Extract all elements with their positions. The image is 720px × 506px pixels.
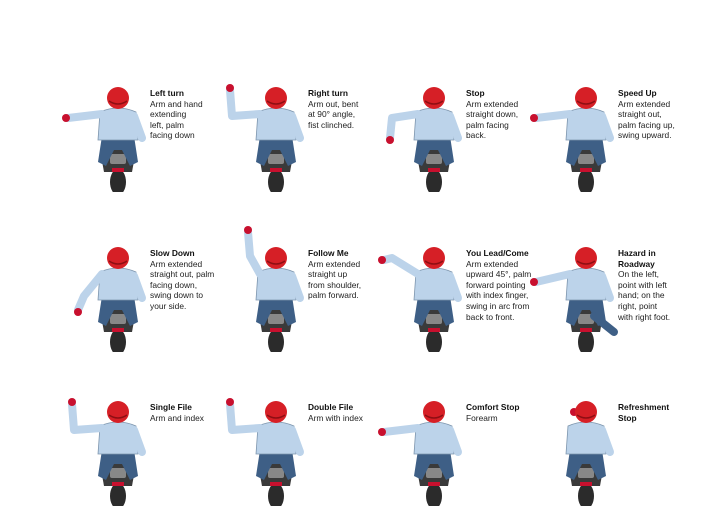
motorcycle-rider-icon [226,84,304,192]
signal-title: Left turn [150,88,184,98]
signal-description: Arm out, bent at 90° angle, fist clinche… [308,98,359,130]
motorcycle-rider-icon [378,401,462,506]
signal-description: Arm extended upward 45°, palm forward po… [466,258,532,322]
motorcycle-rider-icon [565,401,614,506]
signal-title: Speed Up [618,88,657,98]
motorcycle-rider-icon [62,87,146,192]
motorcycle-rider-icon [68,398,146,506]
signal-title: Slow Down [150,248,195,258]
motorcycle-rider-icon [530,247,618,352]
signal-description: Arm with index [308,412,363,423]
signal-title: Hazard in Roadway [618,248,656,269]
signal-description: Arm extended straight down, palm facing … [466,98,519,141]
motorcycle-rider-icon [226,398,304,506]
signal-title: Comfort Stop [466,402,520,412]
signal-description: On the left, point with left hand; on th… [618,269,671,322]
motorcycle-rider-icon [530,87,614,192]
signal-title: Follow Me [308,248,349,258]
signal-card: Refreshment Stop [530,376,700,506]
motorcycle-rider-icon [244,226,304,352]
signal-description: Arm extended straight out, palm facing u… [618,98,675,141]
signal-description: Forearm [466,412,498,423]
motorcycle-rider-icon [74,247,146,352]
signal-title: Stop [466,88,485,98]
signal-description: Arm and hand extending left, palm facing… [150,98,203,141]
signal-title: Right turn [308,88,349,98]
signal-description: Arm extended straight out, palm facing d… [150,258,215,311]
motorcycle-rider-icon [378,247,462,352]
signal-title: Refreshment Stop [618,402,670,423]
signal-caption: Refreshment Stop [618,402,704,423]
signal-description: Arm extended straight up from shoulder, … [308,258,362,301]
signal-title: Single File [150,402,192,412]
signal-title: Double File [308,402,354,412]
signal-description: Arm and index [150,412,204,423]
signal-title: You Lead/Come [466,248,529,258]
motorcycle-rider-icon [386,87,462,192]
